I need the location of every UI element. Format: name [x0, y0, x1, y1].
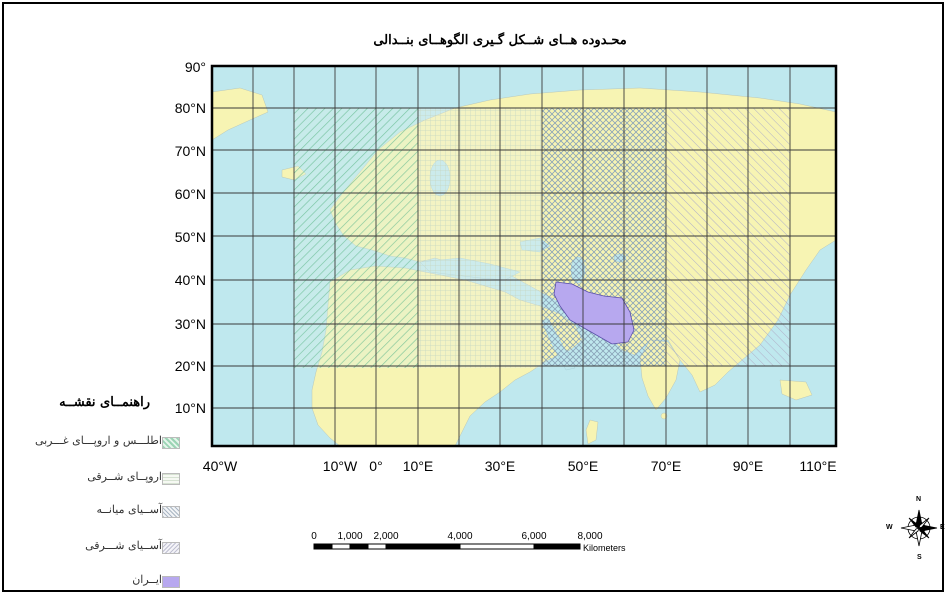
lat-label: 40°N	[174, 272, 206, 288]
legend-label: آســیای میانــه	[96, 503, 162, 516]
region-eastern-europe	[418, 108, 542, 368]
lon-label: 30°E	[484, 458, 516, 474]
scale-bar	[313, 543, 581, 550]
legend-label: ایــران	[132, 573, 162, 586]
compass-east: E	[940, 524, 945, 531]
legend-swatch	[162, 437, 180, 449]
scale-label: 6,000	[521, 531, 547, 542]
lon-label: 10°W	[322, 458, 358, 474]
lon-label: 0°	[369, 458, 383, 474]
lat-label: 60°N	[174, 186, 206, 202]
legend-swatch	[162, 473, 180, 485]
lon-label: 70°E	[650, 458, 682, 474]
lat-label: 50°N	[174, 229, 206, 245]
scale-label: 1,000	[337, 531, 363, 542]
region-east-asia	[666, 108, 790, 366]
lon-label: 10°E	[402, 458, 434, 474]
legend-item-east-asia: آســیای شـــرقی	[8, 539, 188, 557]
legend-label: آســیای شـــرقی	[85, 539, 162, 552]
compass-rose	[900, 509, 938, 547]
lat-label: 90°	[184, 59, 206, 75]
region-atlantic-western-europe	[294, 108, 418, 368]
legend-item-atlantic-western-europe: اطلـــس و اروپـــای غـــربی	[8, 434, 188, 452]
lat-label: 80°N	[174, 100, 206, 116]
compass-north: N	[916, 496, 922, 503]
lat-label: 30°N	[174, 316, 206, 332]
compass-west: W	[886, 524, 893, 531]
graticule	[212, 66, 836, 446]
lon-label: 40°W	[202, 458, 238, 474]
lat-label: 70°N	[174, 143, 206, 159]
legend-item-iran: ایــران	[8, 573, 188, 591]
legend-swatch	[162, 576, 180, 588]
scale-label: 4,000	[447, 531, 473, 542]
legend-title: راهنمــای نقشــه	[59, 395, 150, 410]
legend-label: اروپــای شــرقی	[87, 470, 162, 483]
map-title: محـدوده هــای شــکل گـیری الگوهــای بنــ…	[373, 33, 627, 48]
scale-unit: Kilometers	[583, 543, 626, 553]
lat-label: 20°N	[174, 358, 206, 374]
lon-label: 110°E	[799, 458, 837, 474]
lon-label: 50°E	[567, 458, 599, 474]
scale-label: 0	[311, 531, 317, 542]
legend-swatch	[162, 506, 180, 518]
lon-label: 90°E	[732, 458, 764, 474]
scale-label: 8,000	[577, 531, 603, 542]
legend-item-middle-asia: آســیای میانــه	[8, 503, 188, 521]
iran-shape	[553, 281, 635, 345]
legend-label: اطلـــس و اروپـــای غـــربی	[34, 434, 162, 447]
compass-south: S	[917, 554, 922, 561]
legend-swatch	[162, 542, 180, 554]
scale-label: 2,000	[373, 531, 399, 542]
legend-item-eastern-europe: اروپــای شــرقی	[8, 470, 188, 488]
lat-label: 10°N	[174, 400, 206, 416]
map-border	[210, 64, 838, 448]
